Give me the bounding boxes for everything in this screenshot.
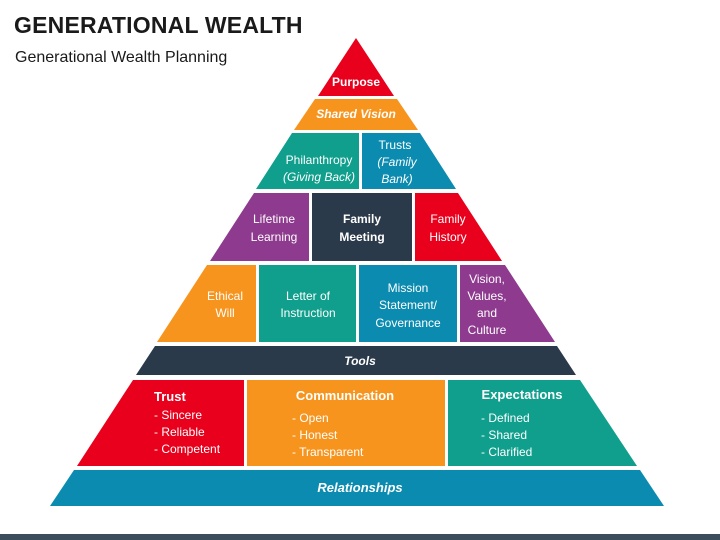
expectations-item-defined: - Defined bbox=[481, 411, 530, 425]
vision-values-block bbox=[460, 265, 555, 342]
expectations-item-shared: - Shared bbox=[481, 428, 527, 442]
purpose-label: Purpose bbox=[332, 75, 380, 89]
trust-item-competent: - Competent bbox=[154, 442, 221, 456]
lifetime-learning-block bbox=[210, 193, 309, 261]
shared-vision-block bbox=[294, 99, 418, 130]
family-meeting-label-line1: Family bbox=[343, 212, 381, 226]
communication-item-honest: - Honest bbox=[292, 428, 338, 442]
mission-statement-block bbox=[359, 265, 457, 342]
page-title: GENERATIONAL WEALTH bbox=[14, 12, 303, 38]
purpose-block bbox=[318, 38, 394, 96]
shared-vision-label: Shared Vision bbox=[316, 107, 396, 121]
lifetime-learning-label-line2: Learning bbox=[251, 230, 298, 244]
trust-block bbox=[77, 380, 244, 466]
family-history-block bbox=[415, 193, 502, 261]
communication-block bbox=[247, 380, 445, 466]
tools-block bbox=[136, 346, 576, 375]
vision-values-label-line2: Values, bbox=[467, 289, 506, 303]
letter-of-instruction-block bbox=[259, 265, 356, 342]
letter-of-instruction-label-line1: Letter of bbox=[286, 289, 331, 303]
ethical-will-block bbox=[157, 265, 256, 342]
philanthropy-label-line1: Philanthropy bbox=[286, 153, 353, 167]
footer-bar bbox=[0, 534, 720, 540]
philanthropy-label-line2: (Giving Back) bbox=[283, 170, 355, 184]
expectations-block bbox=[448, 380, 637, 466]
expectations-item-clarified: - Clarified bbox=[481, 445, 532, 459]
communication-heading: Communication bbox=[296, 388, 394, 403]
philanthropy-block bbox=[256, 133, 359, 189]
family-meeting-label-line2: Meeting bbox=[339, 230, 384, 244]
vision-values-label-line1: Vision, bbox=[469, 272, 505, 286]
family-history-label-line1: Family bbox=[430, 212, 465, 226]
relationships-label: Relationships bbox=[317, 480, 402, 495]
page-subtitle: Generational Wealth Planning bbox=[15, 49, 228, 66]
ethical-will-label-line1: Ethical bbox=[207, 289, 243, 303]
trust-heading: Trust bbox=[154, 389, 186, 404]
ethical-will-label-line2: Will bbox=[215, 306, 234, 320]
trust-item-reliable: - Reliable bbox=[154, 425, 205, 439]
mission-statement-label-line3: Governance bbox=[375, 316, 441, 330]
communication-item-transparent: - Transparent bbox=[292, 445, 364, 459]
trusts-label-line3: Bank) bbox=[381, 172, 412, 186]
vision-values-label-line3: and bbox=[477, 306, 497, 320]
family-history-label-line2: History bbox=[429, 230, 466, 244]
trusts-label-line2: (Family bbox=[377, 155, 417, 169]
family-meeting-block bbox=[312, 193, 412, 261]
mission-statement-label-line2: Statement/ bbox=[379, 298, 438, 312]
trusts-label-line1: Trusts bbox=[379, 138, 412, 152]
letter-of-instruction-label-line2: Instruction bbox=[280, 306, 335, 320]
communication-item-open: - Open bbox=[292, 411, 329, 425]
trust-item-sincere: - Sincere bbox=[154, 408, 202, 422]
trusts-block bbox=[362, 133, 456, 189]
tools-label: Tools bbox=[344, 354, 376, 368]
vision-values-label-line4: Culture bbox=[468, 323, 507, 337]
mission-statement-label-line1: Mission bbox=[388, 281, 429, 295]
lifetime-learning-label-line1: Lifetime bbox=[253, 212, 295, 226]
relationships-block bbox=[50, 470, 664, 506]
expectations-heading: Expectations bbox=[482, 387, 563, 402]
